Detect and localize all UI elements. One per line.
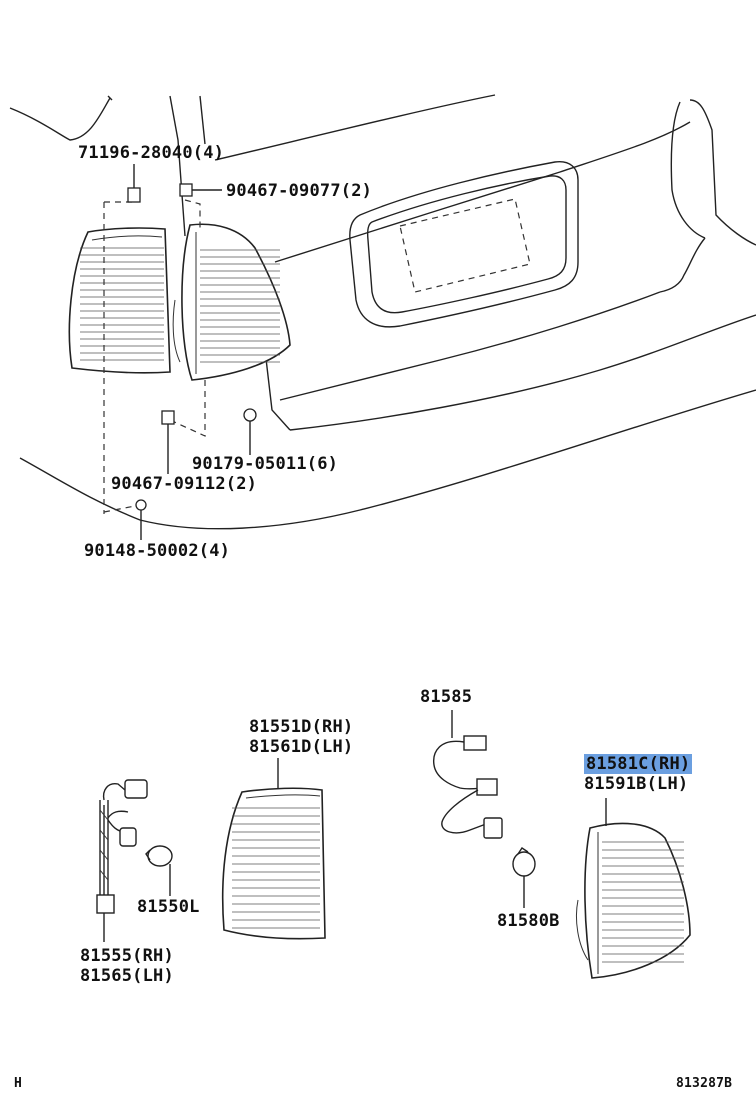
socket-wire-81555 <box>96 779 148 942</box>
vehicle-body-outline <box>9 94 756 530</box>
label-71196-28040: 71196-28040(4) <box>78 143 225 163</box>
bulb-81580b <box>512 847 536 908</box>
lamp-81581c-lens-lines <box>602 841 684 963</box>
label-81550l: 81550L <box>137 897 200 917</box>
label-81561d-lh: 81561D(LH) <box>249 737 354 757</box>
label-90467-09112: 90467-09112(2) <box>111 474 258 494</box>
corner-code-left: H <box>14 1076 23 1091</box>
lamp-81551d-lens-lines <box>232 807 320 929</box>
label-81585: 81585 <box>420 687 473 707</box>
clip-71196 <box>127 164 141 203</box>
lamp-81581c <box>575 798 691 979</box>
label-90179-05011: 90179-05011(6) <box>192 454 339 474</box>
lamp-81551d <box>221 758 326 940</box>
nut-90179 <box>243 408 257 455</box>
label-81580b: 81580B <box>497 911 560 931</box>
label-81581c-rh: 81581C(RH) <box>584 754 693 774</box>
label-81551d-rh: 81551D(RH) <box>249 717 354 737</box>
bulb-81550l <box>145 845 173 896</box>
highlighted-part-number: 81581C(RH) <box>584 754 693 774</box>
label-90467-09077: 90467-09077(2) <box>226 181 373 201</box>
nut-90467-a <box>179 183 222 197</box>
label-81565-lh: 81565(LH) <box>80 966 174 986</box>
label-81591b-lh: 81591B(LH) <box>584 774 689 794</box>
upper-right-lamp-lens-lines <box>200 249 280 363</box>
upper-left-lamp-lens-lines <box>80 247 164 361</box>
upper-left-tail-lamp <box>68 227 171 374</box>
nut-90467-b <box>161 410 175 474</box>
wire-81585 <box>433 710 503 839</box>
diagram-number: 813287B <box>676 1076 733 1091</box>
upper-right-tail-lamp <box>172 223 291 381</box>
screw-90148 <box>135 499 147 540</box>
label-81555-rh: 81555(RH) <box>80 946 174 966</box>
label-90148-50002: 90148-50002(4) <box>84 541 231 561</box>
